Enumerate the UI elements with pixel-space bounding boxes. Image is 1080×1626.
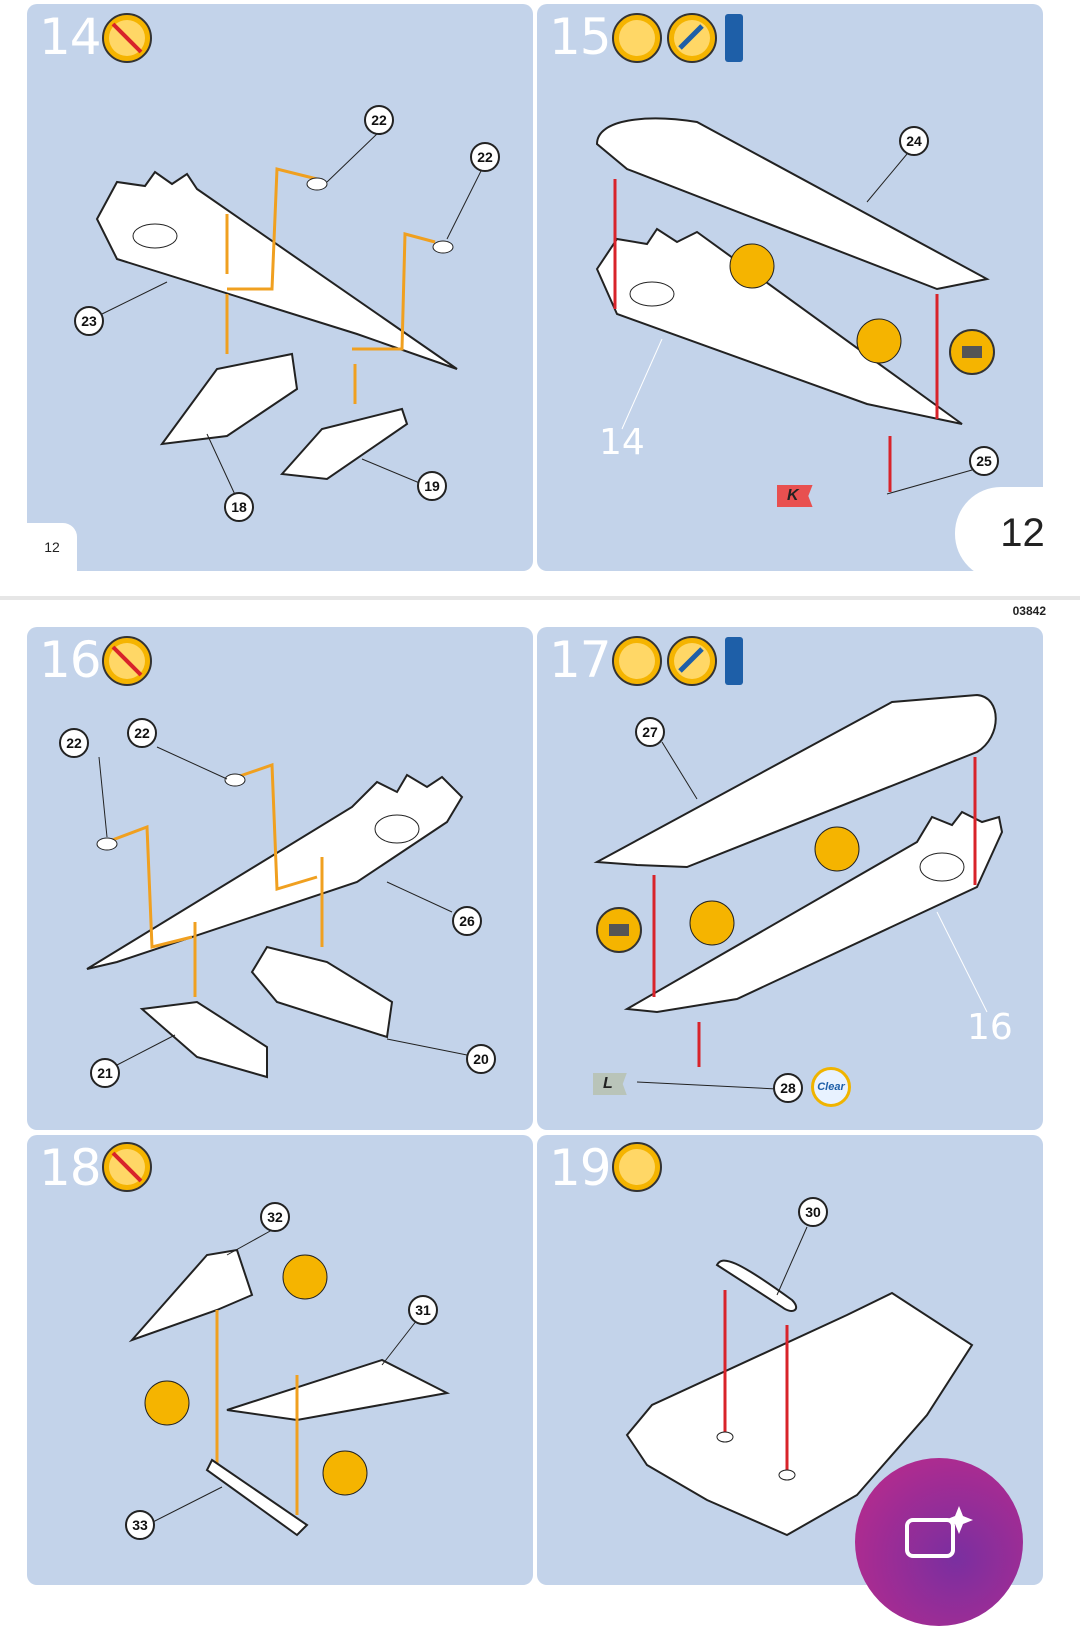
- step-14-panel: 14 22 22 23 18 19: [27, 4, 533, 571]
- glue-icon: [612, 1142, 662, 1192]
- brush-icon: [667, 13, 717, 63]
- step-number: 19: [549, 1139, 612, 1197]
- step-16-panel: 16 22 22 26 21 20: [27, 627, 533, 1130]
- step-14-drawing: [95, 13, 483, 500]
- callout-28: 28: [773, 1073, 803, 1103]
- step-17-drawing: [593, 636, 1004, 1090]
- step-number: 15: [549, 8, 612, 66]
- clear-coat-badge: Clear: [811, 1067, 851, 1107]
- step-15-drawing: [595, 13, 995, 495]
- ai-assistant-icon: [905, 1506, 973, 1558]
- step-number: 14: [39, 8, 102, 66]
- callout-19: 19: [417, 471, 447, 501]
- product-code: 03842: [1012, 604, 1046, 618]
- step-17-panel: 17 27 28 16 L Clear: [537, 627, 1043, 1130]
- clear-paint-bottle-icon: [725, 637, 743, 685]
- callout-24: 24: [899, 126, 929, 156]
- callout-31: 31: [408, 1295, 438, 1325]
- callout-20: 20: [466, 1044, 496, 1074]
- callout-25: 25: [969, 446, 999, 476]
- callout-33: 33: [125, 1510, 155, 1540]
- ref-label-14: 14: [599, 422, 645, 463]
- no-glue-icon: [102, 1142, 152, 1192]
- no-glue-icon: [102, 13, 152, 63]
- callout-32: 32: [260, 1202, 290, 1232]
- step-15-panel: 15 24 25 14 K: [537, 4, 1043, 571]
- ref-label-16: 16: [967, 1007, 1013, 1048]
- step-19-drawing: [612, 1142, 974, 1537]
- callout-27: 27: [635, 717, 665, 747]
- callout-18: 18: [224, 492, 254, 522]
- callout-22b: 22: [127, 718, 157, 748]
- tape-icon: [596, 907, 642, 953]
- step-16-drawing: [86, 636, 468, 1079]
- clear-paint-bottle-icon: [725, 14, 743, 62]
- callout-21: 21: [90, 1058, 120, 1088]
- step-number: 16: [39, 631, 102, 689]
- callout-26: 26: [452, 906, 482, 936]
- ai-assistant-button[interactable]: [855, 1458, 1023, 1626]
- decal-flag-l: L: [593, 1073, 627, 1095]
- tape-icon: [949, 329, 995, 375]
- callout-22b: 22: [470, 142, 500, 172]
- step-18-drawing: [102, 1142, 451, 1537]
- no-glue-icon: [102, 636, 152, 686]
- step-number: 18: [39, 1139, 102, 1197]
- step-18-panel: 18 32 31 33: [27, 1135, 533, 1585]
- glue-icon: [612, 13, 662, 63]
- callout-23: 23: [74, 306, 104, 336]
- page-number-small: 12: [27, 523, 77, 571]
- callout-22a: 22: [364, 105, 394, 135]
- page-divider: [0, 596, 1080, 600]
- glue-icon: [612, 636, 662, 686]
- decal-flag-k: K: [777, 485, 813, 507]
- brush-icon: [667, 636, 717, 686]
- page-number-big: 12: [955, 487, 1080, 580]
- callout-30: 30: [798, 1197, 828, 1227]
- step-number: 17: [549, 631, 612, 689]
- callout-22a: 22: [59, 728, 89, 758]
